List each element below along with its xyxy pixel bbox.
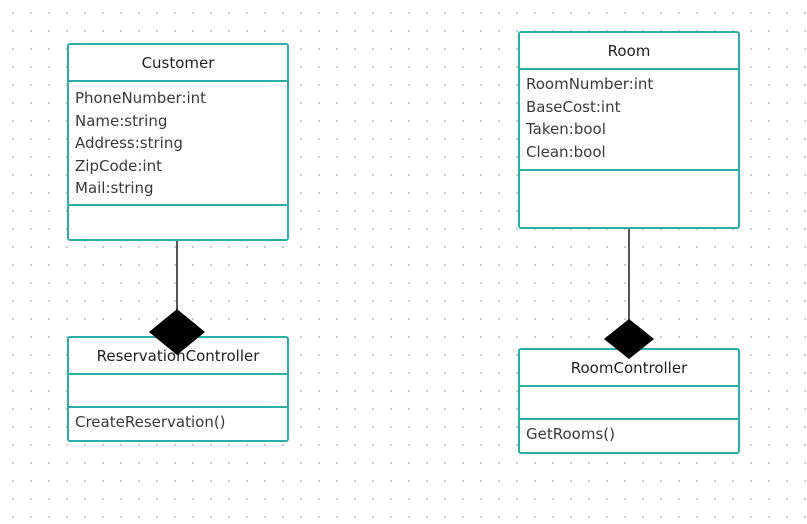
class-room-name: Room [520, 33, 738, 70]
class-room-controller-name: RoomController [520, 350, 738, 387]
attribute-zip-code: ZipCode:int [75, 156, 162, 175]
class-customer[interactable]: Customer PhoneNumber:int Name:string Add… [67, 43, 289, 241]
class-reservation-controller-name: ReservationController [69, 338, 287, 375]
class-room-attributes: RoomNumber:int BaseCost:int Taken:bool C… [520, 70, 738, 171]
class-room-controller-methods: GetRooms() [520, 420, 738, 452]
attribute-taken: Taken:bool [526, 120, 606, 138]
class-room-controller-attributes [520, 387, 738, 420]
attribute-clean: Clean:bool [526, 142, 606, 161]
attribute-room-number: RoomNumber:int [526, 75, 654, 93]
class-reservation-controller[interactable]: ReservationController CreateReservation(… [67, 336, 289, 442]
class-reservation-controller-attributes [69, 375, 287, 408]
class-room-controller[interactable]: RoomController GetRooms() [518, 348, 740, 454]
class-customer-methods [69, 206, 287, 239]
method-get-rooms: GetRooms() [526, 425, 615, 443]
attribute-name: Name:string [75, 111, 168, 130]
attribute-mail: Mail:string [75, 179, 154, 197]
attribute-phone-number: PhoneNumber:int [75, 89, 207, 107]
attribute-address: Address:string [75, 134, 183, 152]
class-customer-name: Customer [69, 45, 287, 82]
class-room[interactable]: Room RoomNumber:int BaseCost:int Taken:b… [518, 31, 740, 229]
method-create-reservation: CreateReservation() [75, 413, 226, 431]
class-customer-attributes: PhoneNumber:int Name:string Address:stri… [69, 82, 287, 206]
attribute-base-cost: BaseCost:int [526, 97, 621, 116]
class-room-methods [520, 171, 738, 227]
class-reservation-controller-methods: CreateReservation() [69, 408, 287, 440]
